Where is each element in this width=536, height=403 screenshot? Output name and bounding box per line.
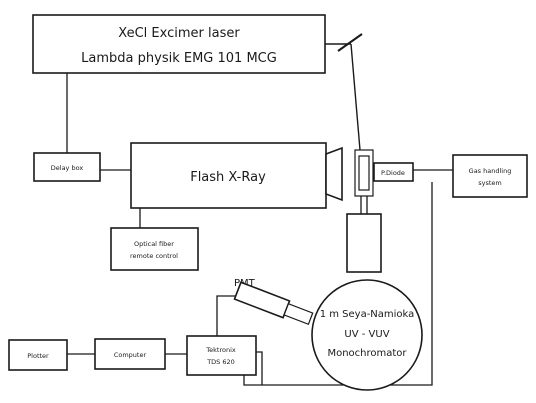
laser-beam-vertical [350, 43, 361, 151]
gas-handling-system-box [452, 154, 528, 198]
optical-fiber-line1: Optical fiber [134, 240, 174, 248]
scope-to-photodiode-wire [243, 182, 433, 386]
tektronix-oscilloscope-box [186, 335, 257, 376]
pmt-tube [233, 281, 314, 326]
entrance-window-inner [358, 155, 370, 191]
flash-xray-nozzle [325, 146, 343, 202]
plotter-label: Plotter [27, 352, 49, 360]
optical-fiber-line2: remote control [130, 252, 178, 260]
gas-handling-line2: system [478, 179, 502, 187]
gas-handling-line1: Gas handling [469, 167, 512, 175]
monochromator-line1: 1 m Seya-Namioka [320, 309, 415, 320]
tektronix-line1: Tektronix [205, 346, 236, 354]
flash-xray-label: Flash X-Ray [190, 170, 266, 185]
xecl-excimer-laser-box [32, 14, 326, 74]
delay-box-label: Delay box [51, 164, 84, 172]
computer-box [94, 338, 166, 370]
photodiode-box [373, 162, 414, 182]
beam-mirror [337, 33, 363, 52]
monochromator-line2: UV - VUV [344, 329, 389, 340]
monochromator-chamber [311, 279, 423, 391]
tektronix-line2: TDS 620 [206, 358, 235, 366]
optical-fiber-remote-box [110, 227, 199, 271]
monochromator-inlet-tube [346, 213, 382, 273]
scope-side-wire [256, 351, 263, 385]
pmt-to-scope-wire [216, 295, 236, 336]
computer-label: Computer [114, 351, 147, 359]
delay-box [33, 152, 101, 182]
laser-title-line2: Lambda physik EMG 101 MCG [81, 51, 277, 66]
photodiode-label: P.Diode [381, 169, 405, 177]
laser-title-line1: XeCl Excimer laser [118, 26, 240, 41]
plotter-box [8, 339, 68, 371]
monochromator-line3: Monochromator [327, 348, 407, 359]
